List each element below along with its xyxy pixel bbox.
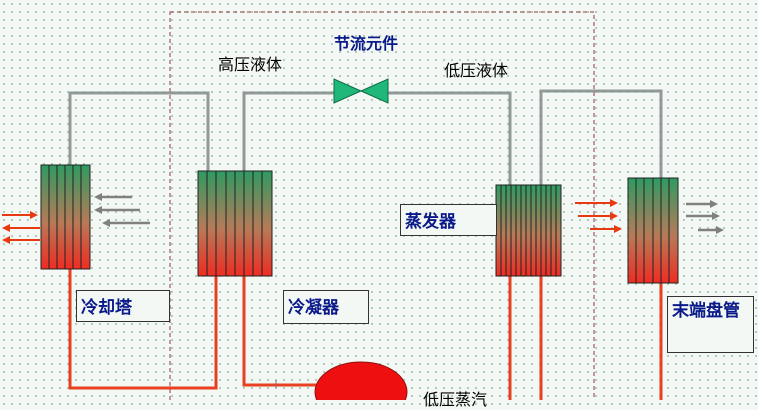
- low-pressure-vapor-label: 低压蒸汽: [423, 390, 488, 409]
- evaporator-coil: [495, 184, 562, 277]
- gray-pipes: [68, 89, 663, 186]
- compressor: [314, 361, 408, 400]
- condenser-label: 冷凝器: [283, 290, 369, 324]
- low-pressure-liquid-label: 低压液体: [444, 61, 509, 80]
- condenser-coil: [197, 170, 273, 277]
- air-out-arrows-terminal-coil: [686, 200, 724, 234]
- compressor-discharge-pipe: [242, 276, 316, 387]
- high-pressure-liquid-pipe: [242, 91, 336, 172]
- system-boundary: [169, 11, 595, 400]
- low-pressure-liquid-pipe: [388, 91, 512, 186]
- cooling-water-return-pipe: [68, 268, 218, 390]
- evaporator-label: 蒸发器: [400, 204, 497, 236]
- cooling-tower-coil: [40, 164, 91, 270]
- throttle-valve-icon: [333, 78, 389, 104]
- high-pressure-liquid-label: 高压液体: [218, 55, 283, 74]
- red-pipes: [68, 268, 663, 400]
- cooling-loop-pipe: [68, 91, 210, 172]
- chilled-loop-pipe: [539, 89, 663, 186]
- terminal-coil-label: 末端盘管: [667, 296, 754, 353]
- refrigeration-cycle-diagram: [2, 11, 724, 400]
- chilled-water-arrows: [575, 199, 622, 233]
- cooling-tower-label: 冷却塔: [76, 290, 170, 322]
- air-in-arrows-cooling-tower: [94, 193, 150, 227]
- water-arrows-cooling-tower: [2, 211, 40, 244]
- terminal-coil: [627, 177, 679, 284]
- throttle-label: 节流元件: [334, 34, 399, 53]
